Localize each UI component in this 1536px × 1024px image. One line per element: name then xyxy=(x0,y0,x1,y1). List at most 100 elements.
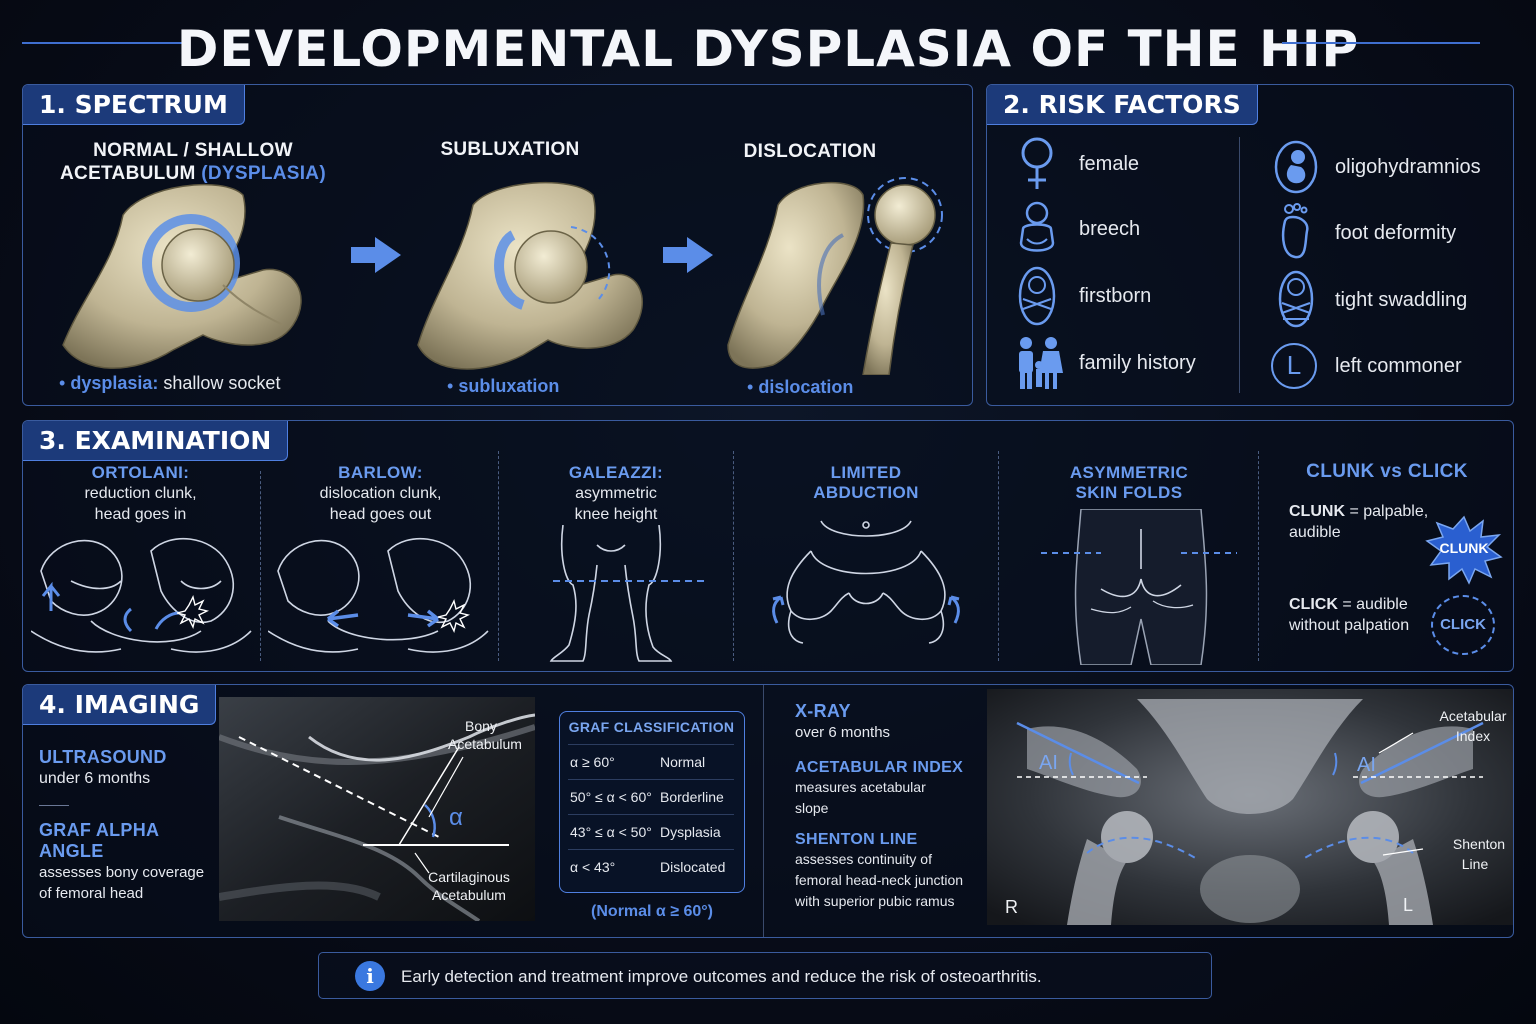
acetabular-index-line-1: measures acetabular xyxy=(795,779,926,795)
barlow-arrow-left-icon xyxy=(326,609,359,628)
graf-alpha-line-1: assesses bony coverage xyxy=(39,864,205,881)
barlow-block: BARLOW: dislocation clunk, head goes out xyxy=(263,463,498,525)
skin-folds-block: ASYMMETRIC SKIN FOLDS xyxy=(1001,463,1257,503)
exam-divider-1 xyxy=(260,471,261,661)
ultrasound-image: α Bony Acetabulum Cartilaginous Acetabul… xyxy=(219,697,535,921)
spectrum-illustration xyxy=(62,177,943,375)
graf-table-header: GRAF CLASSIFICATION xyxy=(568,719,735,735)
us-cartilage-label-1: Cartilaginous xyxy=(428,869,510,885)
galeazzi-line-2: knee height xyxy=(574,506,658,523)
us-cartilage-label-2: Acetabulum xyxy=(432,887,506,903)
graf-row-borderline: 50° ≤ α < 60°Borderline xyxy=(568,780,734,815)
spectrum-panel: 1. SPECTRUM NORMAL / SHALLOW ACETABULUM … xyxy=(22,84,973,406)
risk-label-firstborn: firstborn xyxy=(1079,285,1152,307)
female-symbol-icon xyxy=(1021,137,1053,189)
shenton-line-1: assesses continuity of xyxy=(795,851,932,867)
galeazzi-line-1: asymmetric xyxy=(575,485,657,502)
us-bony-label-1: Bony xyxy=(465,718,497,734)
ortolani-clunk-burst-icon xyxy=(176,594,210,630)
barlow-line-2: head goes out xyxy=(329,506,432,523)
barlow-title: BARLOW: xyxy=(338,463,423,482)
galeazzi-legs-illustration xyxy=(549,525,709,662)
xray-ai-right-label: AI xyxy=(1357,754,1376,776)
firstborn-baby-icon xyxy=(1018,266,1056,326)
barlow-arrow-right-icon xyxy=(407,609,440,628)
xray-text-block: X-RAY over 6 months ACETABULAR INDEX mea… xyxy=(795,701,995,912)
exam-divider-3 xyxy=(733,451,734,661)
dislocation-hip-bone xyxy=(727,177,943,375)
ortolani-block: ORTOLANI: reduction clunk, head goes in xyxy=(23,463,258,525)
ortolani-arrow-icon xyxy=(41,581,61,611)
ortolani-hands-illustration xyxy=(31,537,252,653)
xray-acetabular-label-1: Acetabular xyxy=(1440,708,1507,724)
risk-label-tight-swaddling: tight swaddling xyxy=(1335,289,1468,311)
bullet-dysplasia: • dysplasia: shallow socket xyxy=(59,373,281,393)
risk-factors-panel: 2. RISK FACTORS female breech firstborn … xyxy=(986,84,1514,406)
title-rule-left xyxy=(22,42,190,44)
ultrasound-subtitle: under 6 months xyxy=(39,770,151,787)
progression-arrow-icon-1 xyxy=(351,237,401,273)
info-icon: i xyxy=(355,961,385,991)
family-icon xyxy=(1019,337,1063,389)
graf-row-dislocated: α < 43°Dislocated xyxy=(570,859,726,875)
shenton-line-2: femoral head-neck junction xyxy=(795,872,964,888)
acetabular-index-title: ACETABULAR INDEX xyxy=(795,759,964,776)
graf-row-dysplasia: 43° ≤ α < 50°Dysplasia xyxy=(568,815,734,850)
xray-acetabular-label-2: Index xyxy=(1456,728,1490,744)
graf-normal-note: (Normal α ≥ 60°) xyxy=(591,903,713,920)
foot-icon xyxy=(1281,203,1309,259)
ultrasound-text-block: ULTRASOUND under 6 months GRAF ALPHA ANG… xyxy=(39,747,219,904)
acetabular-index-line-2: slope xyxy=(795,800,829,816)
footer-text: Early detection and treatment improve ou… xyxy=(401,967,1042,986)
ortolani-title: ORTOLANI: xyxy=(91,463,190,482)
ultrasound-title: ULTRASOUND xyxy=(39,747,167,767)
examination-panel: 3. EXAMINATION ORTOLANI: reduction clunk… xyxy=(22,420,1514,672)
xray-image: AI AI Acetabular Index Shenton Line R L xyxy=(987,689,1513,925)
xray-right-marker: R xyxy=(1005,897,1018,917)
imaging-panel: 4. IMAGING ULTRASOUND under 6 months GRA… xyxy=(22,684,1514,938)
risk-label-foot-deformity: foot deformity xyxy=(1335,222,1457,244)
click-badge: CLICK xyxy=(1431,595,1495,655)
abduction-block: LIMITED ABDUCTION xyxy=(735,463,997,503)
letter-l-icon: L xyxy=(1271,343,1317,389)
title-row: DEVELOPMENTAL DYSPLASIA OF THE HIP xyxy=(0,12,1536,78)
normal-hip-bone xyxy=(62,183,302,369)
fetus-icon xyxy=(1274,140,1318,194)
graf-row-normal: α ≥ 60°Normal xyxy=(568,745,734,780)
spectrum-tab: 1. SPECTRUM xyxy=(23,85,245,125)
click-definition: CLICK = audible without palpation xyxy=(1289,596,1410,634)
clunk-burst-badge-icon xyxy=(1425,515,1503,585)
page-title: DEVELOPMENTAL DYSPLASIA OF THE HIP xyxy=(176,20,1360,78)
ortolani-line-2: head goes in xyxy=(94,506,187,523)
abduction-arrow-right-icon xyxy=(947,595,960,624)
exam-divider-4 xyxy=(998,451,999,661)
risk-label-female: female xyxy=(1079,153,1140,175)
risk-label-family-history: family history xyxy=(1079,352,1196,374)
xray-title: X-RAY xyxy=(795,701,851,721)
xray-left-marker: L xyxy=(1403,895,1413,915)
graf-alpha-title: GRAF ALPHA ANGLE xyxy=(39,820,159,861)
stage-dislocation-caption: DISLOCATION xyxy=(743,141,877,162)
skin-folds-title-2: SKIN FOLDS xyxy=(1075,483,1183,502)
risk-label-breech: breech xyxy=(1079,218,1141,240)
us-bony-label-2: Acetabulum xyxy=(448,736,522,752)
imaging-tab: 4. IMAGING xyxy=(23,685,217,725)
bullet-dislocation: • dislocation xyxy=(747,377,854,397)
barlow-line-1: dislocation clunk, xyxy=(319,485,442,502)
barlow-hands-illustration xyxy=(268,537,489,653)
imaging-divider xyxy=(763,685,764,937)
galeazzi-block: GALEAZZI: asymmetric knee height xyxy=(501,463,731,525)
galeazzi-title: GALEAZZI: xyxy=(568,463,664,482)
risk-label-left-commoner: left commoner xyxy=(1335,355,1462,377)
abduction-title-2: ABDUCTION xyxy=(813,483,919,502)
ortolani-line-1: reduction clunk, xyxy=(84,485,197,502)
examination-tab: 3. EXAMINATION xyxy=(23,421,289,461)
stage-normal-cap1: NORMAL / SHALLOW xyxy=(93,140,293,161)
xray-ai-left-label: AI xyxy=(1039,752,1058,774)
risk-label-oligohydramnios: oligohydramnios xyxy=(1335,156,1481,178)
footer-note: i Early detection and treatment improve … xyxy=(318,952,1212,999)
xray-shenton-label-2: Line xyxy=(1462,856,1489,872)
abduction-arrow-left-icon xyxy=(772,595,785,624)
graf-classification-table: GRAF CLASSIFICATION α ≥ 60°Normal 50° ≤ … xyxy=(559,711,745,893)
xray-subtitle: over 6 months xyxy=(795,724,891,741)
